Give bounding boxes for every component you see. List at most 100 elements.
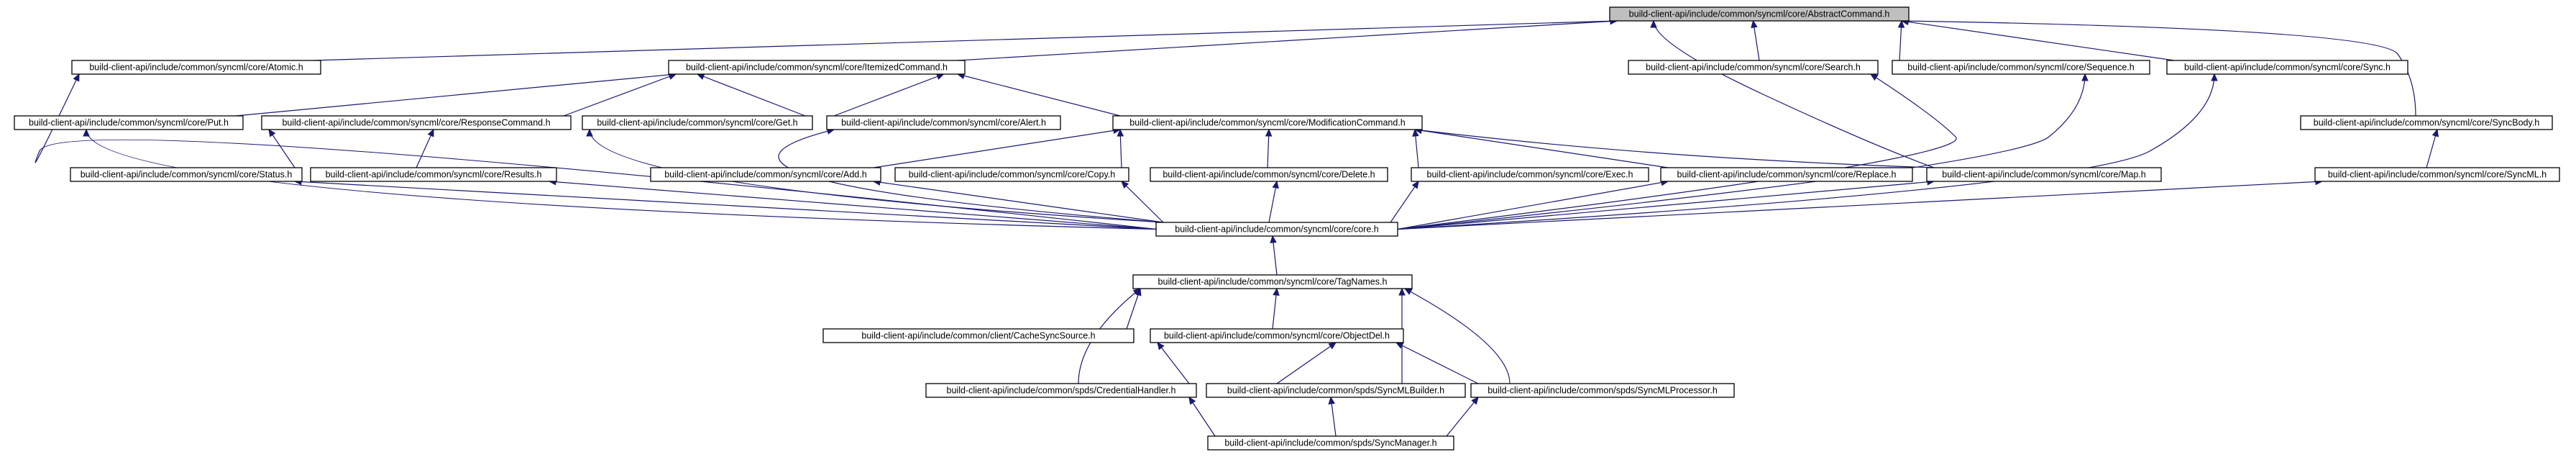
node-syncbody[interactable]: build-client-api/include/common/syncml/c… [2300, 115, 2553, 130]
node-label: build-client-api/include/common/syncml/c… [1677, 170, 1897, 180]
edge-arrowhead [1897, 19, 1905, 28]
edge-syncmanager-to-syncmlbuilder [1328, 396, 1337, 437]
edge-line [957, 73, 1121, 117]
edge-line [1414, 129, 1669, 168]
node-sequence[interactable]: build-client-api/include/common/syncml/c… [1892, 60, 2150, 75]
edge-core-to-map [1397, 178, 1935, 230]
edge-delete-to-modificationcommand [1265, 128, 1273, 168]
edge-copy-to-modificationcommand [1117, 128, 1124, 168]
node-get[interactable]: build-client-api/include/common/syncml/c… [582, 115, 813, 130]
node-box [826, 115, 1061, 130]
edge-core-to-syncml [1397, 178, 2324, 230]
node-box [894, 167, 1129, 182]
edge-arrowhead [1471, 397, 1479, 405]
node-tagnames[interactable]: build-client-api/include/common/syncml/c… [1132, 274, 1413, 289]
node-syncmanager[interactable]: build-client-api/include/common/spds/Syn… [1207, 435, 1454, 451]
edge-line [1397, 73, 1957, 230]
edge-arrowhead [1328, 396, 1335, 405]
node-cachesyncsource[interactable]: build-client-api/include/common/client/C… [822, 328, 1135, 343]
node-sync[interactable]: build-client-api/include/common/syncml/c… [2166, 60, 2408, 75]
edge-core-to-copy [1121, 181, 1164, 223]
node-delete[interactable]: build-client-api/include/common/syncml/c… [1150, 167, 1388, 182]
edge-line [957, 20, 1618, 61]
node-exec[interactable]: build-client-api/include/common/syncml/c… [1411, 167, 1649, 182]
node-label: build-client-api/include/common/syncml/c… [282, 118, 550, 128]
node-atomic[interactable]: build-client-api/include/common/syncml/c… [71, 60, 321, 75]
node-box [2314, 167, 2560, 182]
edge-arrowhead [1328, 342, 1337, 350]
node-put[interactable]: build-client-api/include/common/syncml/c… [14, 115, 244, 130]
node-label: build-client-api/include/common/syncml/c… [2314, 118, 2540, 128]
edge-line [873, 181, 1164, 223]
edge-arrowhead [1117, 128, 1124, 137]
edge-search-to-abstractcommand [1751, 19, 1760, 61]
node-label: build-client-api/include/common/syncml/c… [1427, 170, 1633, 180]
node-search[interactable]: build-client-api/include/common/syncml/c… [1628, 60, 1879, 75]
node-itemizedcommand[interactable]: build-client-api/include/common/syncml/c… [668, 60, 966, 75]
edge-line [1276, 342, 1337, 384]
node-box [1609, 6, 1910, 22]
node-box [261, 115, 572, 130]
node-label: build-client-api/include/common/client/C… [861, 331, 1095, 341]
edge-line [1397, 181, 1669, 230]
edge-core-to-status [293, 178, 1157, 230]
node-status[interactable]: build-client-api/include/common/syncml/c… [70, 167, 303, 182]
edge-line [294, 181, 1157, 230]
edge-status-to-responsecommand [268, 128, 295, 168]
edge-exec-to-modificationcommand [1412, 128, 1419, 168]
node-modificationcommand[interactable]: build-client-api/include/common/syncml/c… [1112, 115, 1423, 130]
edge-core-to-put [83, 128, 1157, 230]
edge-arrowhead [1270, 235, 1277, 243]
edge-arrowhead [1132, 288, 1141, 296]
node-label: build-client-api/include/common/syncml/c… [89, 63, 303, 73]
node-copy[interactable]: build-client-api/include/common/syncml/c… [894, 167, 1129, 182]
node-box [668, 60, 966, 75]
edge-line [1268, 181, 1278, 223]
node-credentialhandler[interactable]: build-client-api/include/common/spds/Cre… [925, 383, 1197, 398]
node-label: build-client-api/include/common/spds/Syn… [1488, 386, 1718, 396]
edge-line [549, 181, 1157, 230]
node-box [310, 167, 557, 182]
node-responsecommand[interactable]: build-client-api/include/common/syncml/c… [261, 115, 572, 130]
edge-line [313, 20, 1618, 61]
node-add[interactable]: build-client-api/include/common/syncml/c… [650, 167, 881, 182]
node-syncml[interactable]: build-client-api/include/common/syncml/c… [2314, 167, 2560, 182]
edge-get-to-itemizedcommand [696, 73, 806, 117]
node-box [1150, 167, 1388, 182]
node-results[interactable]: build-client-api/include/common/syncml/c… [310, 167, 557, 182]
node-label: build-client-api/include/common/syncml/c… [2184, 63, 2391, 73]
node-label: build-client-api/include/common/syncml/c… [1907, 63, 2134, 73]
node-box [1411, 167, 1649, 182]
edge-arrowhead [1188, 396, 1196, 405]
edge-line [1390, 181, 1419, 223]
node-syncmlprocessor[interactable]: build-client-api/include/common/spds/Syn… [1470, 383, 1735, 398]
edge-credentialhandler-to-objectdel [1157, 342, 1190, 384]
edge-arrowhead [1273, 287, 1280, 296]
node-core[interactable]: build-client-api/include/common/syncml/c… [1155, 222, 1398, 237]
node-box [650, 167, 881, 182]
node-replace[interactable]: build-client-api/include/common/syncml/c… [1660, 167, 1913, 182]
edge-arrowhead [427, 128, 434, 137]
edge-arrowhead [2431, 128, 2439, 137]
edge-line [235, 73, 677, 117]
node-map[interactable]: build-client-api/include/common/syncml/c… [1926, 167, 2162, 182]
edge-line [1397, 181, 1935, 230]
node-box [1207, 435, 1454, 451]
node-box [2166, 60, 2408, 75]
node-syncmlbuilder[interactable]: build-client-api/include/common/spds/Syn… [1206, 383, 1466, 398]
node-objectdel[interactable]: build-client-api/include/common/syncml/c… [1150, 328, 1404, 343]
edge-arrowhead [1412, 128, 1419, 137]
edge-sync-to-abstractcommand [1900, 18, 2175, 61]
edge-core-to-search [1397, 73, 1957, 230]
edge-objectdel-to-tagnames [1272, 287, 1280, 330]
node-box [71, 60, 321, 75]
node-box [1112, 115, 1423, 130]
node-label: build-client-api/include/common/syncml/c… [81, 170, 293, 180]
node-box [1155, 222, 1398, 237]
node-alert[interactable]: build-client-api/include/common/syncml/c… [826, 115, 1061, 130]
edge-line [35, 73, 1157, 230]
node-layer: build-client-api/include/common/syncml/c… [14, 6, 2560, 451]
node-box [1926, 167, 2162, 182]
edge-line [1901, 20, 2416, 117]
